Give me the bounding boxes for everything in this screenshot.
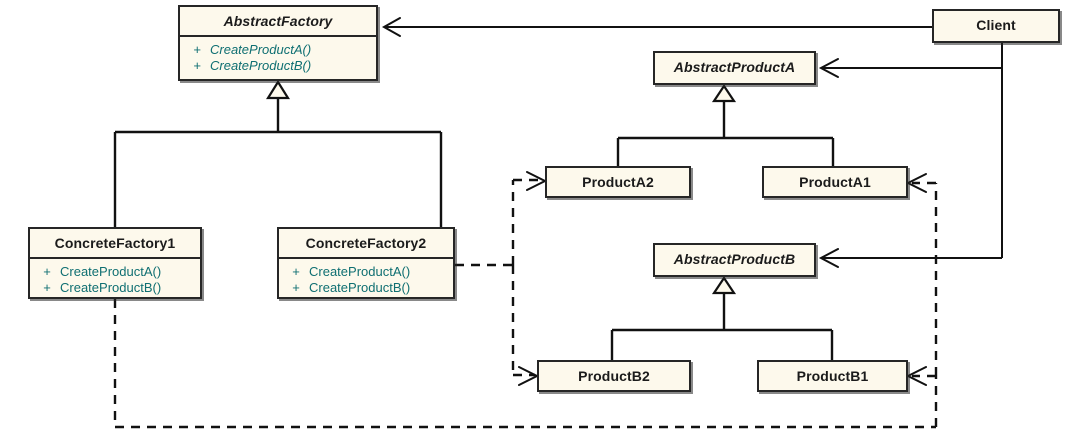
operation-row: + CreateProductA() bbox=[283, 264, 449, 280]
generalization-triangle-abstractproductb bbox=[711, 276, 737, 295]
class-name-abstractproducta: AbstractProductA bbox=[673, 59, 796, 75]
operation-visibility: + bbox=[43, 264, 51, 279]
operation-signature: CreateProductB() bbox=[210, 58, 312, 73]
class-name-abstractfactory: AbstractFactory bbox=[223, 13, 333, 29]
class-node-abstractproducta[interactable]: AbstractProductA bbox=[653, 51, 816, 85]
open-arrowhead-abstractproductb bbox=[818, 248, 839, 268]
operation-signature: CreateProductB() bbox=[60, 280, 162, 295]
class-operations-concretefactory1: + CreateProductA() + CreateProductB() bbox=[30, 259, 200, 302]
class-name-productb2: ProductB2 bbox=[578, 368, 650, 384]
class-node-abstractfactory[interactable]: AbstractFactory + CreateProductA() + Cre… bbox=[178, 5, 378, 81]
class-name-concretefactory1: ConcreteFactory1 bbox=[54, 235, 176, 251]
class-divider bbox=[279, 257, 453, 259]
class-node-concretefactory1[interactable]: ConcreteFactory1 + CreateProductA() + Cr… bbox=[28, 227, 202, 299]
generalization-triangle-abstractfactory bbox=[266, 79, 290, 100]
class-operations-concretefactory2: + CreateProductA() + CreateProductB() bbox=[279, 259, 453, 302]
operation-signature: CreateProductB() bbox=[309, 280, 411, 295]
operation-signature: CreateProductA() bbox=[60, 264, 162, 279]
class-node-producta1[interactable]: ProductA1 bbox=[762, 166, 908, 198]
operation-row: + CreateProductB() bbox=[283, 280, 449, 296]
generalization-productb-to-abstractproductb bbox=[610, 276, 834, 360]
operation-visibility: + bbox=[43, 280, 51, 295]
operation-signature: CreateProductA() bbox=[210, 42, 312, 57]
open-arrowhead-productb1 bbox=[905, 366, 927, 386]
class-node-producta2[interactable]: ProductA2 bbox=[545, 166, 691, 198]
association-client-to-abstractproducta bbox=[818, 43, 1003, 78]
class-divider bbox=[180, 35, 376, 37]
class-node-client[interactable]: Client bbox=[932, 9, 1060, 43]
class-name-productb1: ProductB1 bbox=[796, 368, 869, 384]
class-divider bbox=[30, 257, 200, 259]
class-node-productb2[interactable]: ProductB2 bbox=[537, 360, 691, 392]
class-operations-abstractfactory: + CreateProductA() + CreateProductB() bbox=[180, 37, 376, 80]
dependency-concretefactory2-to-products bbox=[455, 178, 543, 377]
open-arrowhead-abstractproducta bbox=[818, 58, 839, 78]
operation-row: + CreateProductA() bbox=[184, 42, 372, 58]
operation-row: + CreateProductB() bbox=[184, 58, 372, 74]
open-arrowhead-producta2 bbox=[526, 171, 548, 191]
class-name-concretefactory2: ConcreteFactory2 bbox=[305, 235, 427, 251]
class-name-producta2: ProductA2 bbox=[582, 174, 654, 190]
generalization-concretefactory-to-abstractfactory bbox=[113, 79, 443, 227]
generalization-producta-to-abstractproducta bbox=[616, 84, 835, 166]
open-arrowhead-producta1 bbox=[905, 173, 927, 193]
operation-visibility: + bbox=[193, 42, 201, 57]
class-name-client: Client bbox=[976, 17, 1016, 33]
open-arrowhead-abstractfactory bbox=[381, 17, 401, 37]
operation-visibility: + bbox=[292, 264, 300, 279]
class-node-concretefactory2[interactable]: ConcreteFactory2 + CreateProductA() + Cr… bbox=[277, 227, 455, 299]
generalization-triangle-abstractproducta bbox=[711, 84, 737, 103]
operation-visibility: + bbox=[193, 58, 201, 73]
operation-row: + CreateProductA() bbox=[34, 264, 196, 280]
operation-signature: CreateProductA() bbox=[309, 264, 411, 279]
operation-visibility: + bbox=[292, 280, 300, 295]
association-client-to-abstractfactory bbox=[381, 17, 932, 37]
class-node-abstractproductb[interactable]: AbstractProductB bbox=[653, 243, 816, 277]
class-node-productb1[interactable]: ProductB1 bbox=[757, 360, 908, 392]
class-name-producta1: ProductA1 bbox=[799, 174, 871, 190]
open-arrowhead-productb2 bbox=[518, 366, 540, 386]
class-name-abstractproductb: AbstractProductB bbox=[673, 251, 796, 267]
operation-row: + CreateProductB() bbox=[34, 280, 196, 296]
